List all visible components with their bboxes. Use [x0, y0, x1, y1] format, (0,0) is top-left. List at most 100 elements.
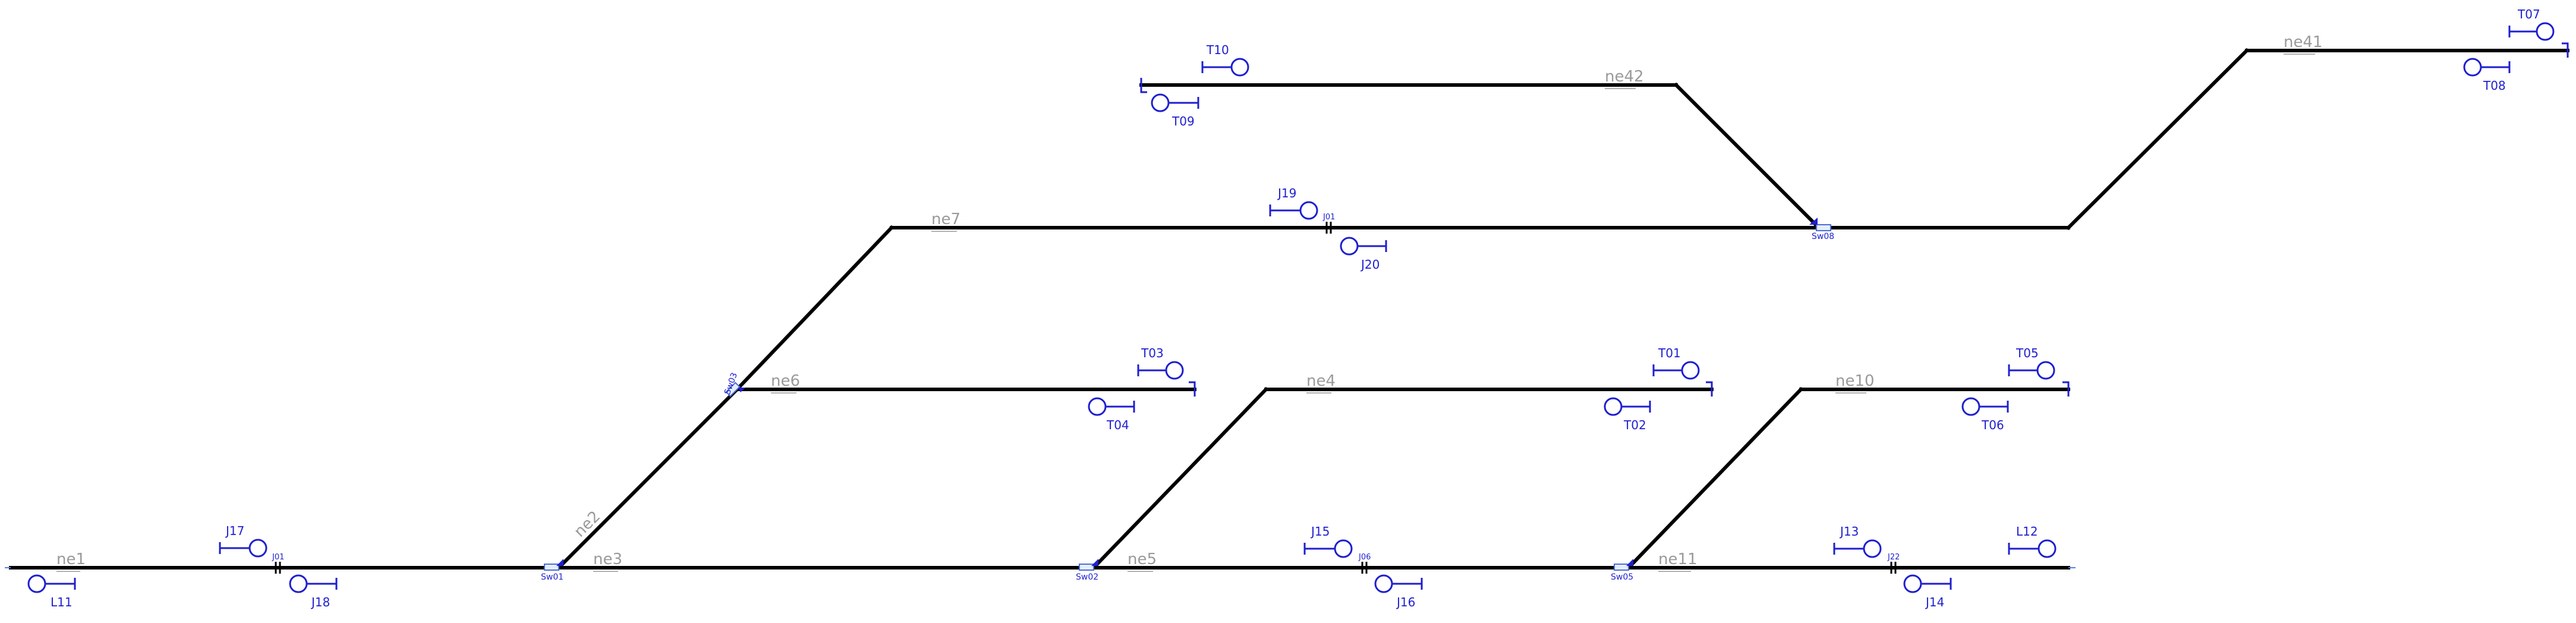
signal-head-icon — [1088, 397, 1107, 416]
switch-point-icon — [1809, 218, 1818, 225]
signal-label: J18 — [310, 595, 330, 609]
switch-label-sw08: Sw08 — [1812, 232, 1834, 241]
signal-j18[interactable]: J18 — [289, 574, 338, 609]
signal-j14[interactable]: J14 — [1903, 574, 1952, 609]
signal-head-icon — [1863, 539, 1882, 558]
signal-label: T08 — [2483, 78, 2506, 93]
track-diag-ne41[interactable] — [2065, 48, 2250, 231]
signal-head-icon — [248, 539, 267, 558]
segment-label-ne6: ne6 — [771, 372, 800, 390]
signal-l12[interactable]: L12 — [2008, 524, 2057, 558]
signal-t07[interactable]: T07 — [2508, 7, 2555, 41]
switch-sw08[interactable]: Sw08 — [1809, 218, 1834, 241]
signal-label: L12 — [2016, 524, 2038, 539]
track-diag-ne4[interactable] — [1091, 386, 1269, 571]
switch-label-sw05: Sw05 — [1611, 572, 1633, 582]
signal-j17[interactable]: J17 — [219, 524, 267, 558]
signal-label: J13 — [1839, 524, 1859, 539]
signal-label: T04 — [1106, 418, 1129, 432]
signal-t01[interactable]: T01 — [1652, 346, 1700, 380]
joint-j22[interactable]: J22 — [1887, 553, 1900, 574]
track-diag-ne7[interactable] — [734, 225, 895, 392]
switch-label-sw02: Sw02 — [1076, 572, 1098, 582]
signal-head-icon — [1340, 237, 1359, 256]
switch-body — [1816, 224, 1831, 231]
signal-t02[interactable]: T02 — [1604, 397, 1651, 432]
signal-t03[interactable]: T03 — [1137, 346, 1184, 380]
track-diag-ne42[interactable] — [1673, 82, 1822, 231]
switch-label-sw01: Sw01 — [541, 572, 563, 582]
switch-sw05[interactable]: Sw05 — [1611, 559, 1633, 582]
switches: Sw01 Sw02 Sw03 Sw05 Sw08 — [541, 218, 1834, 582]
segment-label-ne3: ne3 — [593, 550, 622, 568]
segment-label-ne4: ne4 — [1306, 372, 1336, 390]
signal-j15[interactable]: J15 — [1303, 524, 1353, 558]
signal-label: T07 — [2517, 7, 2540, 21]
track-diag-ne2[interactable] — [556, 386, 740, 571]
signal-j20[interactable]: J20 — [1340, 237, 1387, 272]
signal-head-icon — [289, 574, 308, 593]
signal-head-icon — [2463, 58, 2482, 77]
signal-label: T06 — [1981, 418, 2004, 432]
signal-t08[interactable]: T08 — [2463, 58, 2511, 93]
signal-t05[interactable]: T05 — [2008, 346, 2055, 380]
signal-label: T03 — [1141, 346, 1164, 360]
signal-t09[interactable]: T09 — [1151, 93, 1199, 128]
segment-label-ne2: ne2 — [571, 508, 604, 541]
segment-label-ne42: ne42 — [1605, 68, 1644, 86]
signal-label: T05 — [2016, 346, 2039, 360]
signal-j13[interactable]: J13 — [1833, 524, 1882, 558]
signal-head-icon — [1374, 574, 1393, 593]
signal-label: J14 — [1925, 595, 1944, 609]
buffer-stop-ne42 — [1140, 78, 1147, 93]
signal-label: J17 — [225, 524, 244, 538]
signal-label: J19 — [1277, 186, 1296, 200]
signal-head-icon — [2036, 361, 2055, 380]
buffer-stop-ne4 — [1706, 381, 1713, 397]
segment-label-ne41: ne41 — [2284, 33, 2323, 51]
segment-label-ne7: ne7 — [931, 210, 961, 228]
switch-body — [544, 564, 559, 571]
signal-label: T10 — [1206, 43, 1229, 57]
buffer-stops — [5, 42, 2569, 568]
signal-l11[interactable]: L11 — [27, 574, 76, 609]
segment-label-ne11: ne11 — [1658, 550, 1698, 568]
switch-point-icon — [1626, 559, 1633, 566]
tracks — [9, 48, 2569, 571]
signal-t04[interactable]: T04 — [1088, 397, 1135, 432]
segment-label-ne10: ne10 — [1835, 372, 1875, 390]
signals: L11 J17 J18 T03 T04 — [27, 7, 2555, 609]
signal-head-icon — [1903, 574, 1922, 593]
insulated-joints: J01 J01 J06 J22 — [272, 213, 1900, 574]
signal-t10[interactable]: T10 — [1201, 43, 1249, 77]
joint-j01-ne7[interactable]: J01 — [1322, 213, 1335, 234]
signal-head-icon — [1681, 361, 1700, 380]
buffer-stop-ne10 — [2062, 381, 2070, 397]
joint-label: J01 — [1322, 213, 1335, 222]
switch-point-icon — [738, 388, 745, 392]
signal-label: T09 — [1172, 114, 1195, 128]
signal-label: J15 — [1310, 524, 1330, 539]
signal-label: J20 — [1360, 257, 1380, 272]
switch-sw01[interactable]: Sw01 — [541, 559, 563, 582]
segment-label-ne1: ne1 — [56, 550, 86, 568]
signal-t06[interactable]: T06 — [1961, 397, 2009, 432]
joint-label: J01 — [272, 553, 284, 562]
switch-point-icon — [556, 559, 563, 566]
signal-head-icon — [2536, 22, 2555, 41]
track-diag-ne10[interactable] — [1626, 386, 1804, 571]
signal-j19[interactable]: J19 — [1269, 186, 1318, 220]
buffer-stop-ne41 — [2562, 42, 2569, 58]
signal-head-icon — [1230, 58, 1249, 77]
signal-head-icon — [1334, 539, 1353, 558]
switch-body — [1614, 564, 1629, 571]
joint-j06[interactable]: J06 — [1358, 553, 1371, 574]
joint-j01-west[interactable]: J01 — [272, 553, 284, 574]
signal-j16[interactable]: J16 — [1374, 574, 1423, 609]
signal-head-icon — [2038, 539, 2057, 558]
switch-sw02[interactable]: Sw02 — [1076, 559, 1098, 582]
signal-head-icon — [27, 574, 46, 593]
joint-label: J22 — [1887, 553, 1900, 562]
signal-label: L11 — [51, 595, 73, 609]
